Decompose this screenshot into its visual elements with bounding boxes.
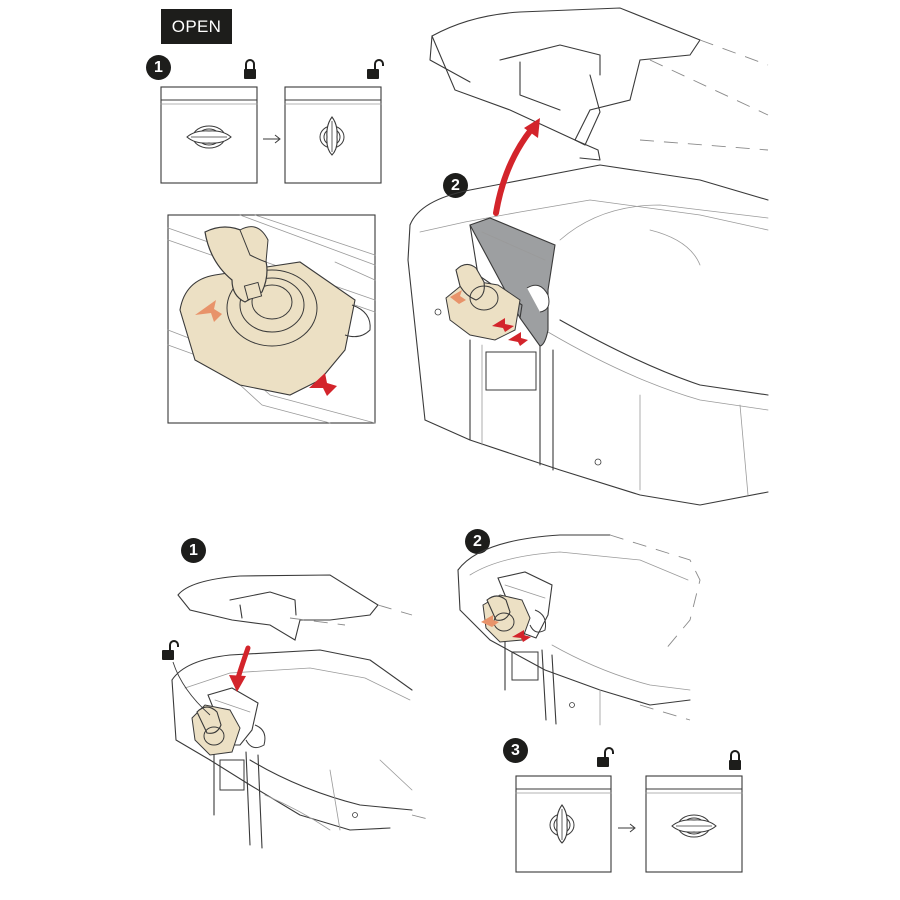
padlock-locked-icon	[728, 750, 742, 771]
padlock-unlocked-icon	[596, 747, 614, 768]
lock-panel-unlocked-bottom	[515, 775, 612, 873]
latch-detail-zoom	[167, 214, 376, 424]
step-badge-top-1: 1	[146, 55, 171, 80]
lock-panel-unlocked-top	[284, 86, 382, 184]
right-arrow-icon	[618, 823, 636, 833]
step-badge-bottom-3: 3	[503, 738, 528, 763]
box-closed-illustration	[457, 534, 701, 726]
open-label: OPEN	[161, 9, 232, 44]
padlock-locked-icon	[243, 59, 257, 80]
lock-panel-locked-bottom	[645, 775, 743, 873]
box-closing-illustration	[171, 574, 433, 849]
lock-panel-locked-top	[160, 86, 258, 184]
step-badge-bottom-1: 1	[181, 538, 206, 563]
padlock-unlocked-icon	[161, 640, 179, 661]
box-opening-illustration	[407, 7, 769, 506]
right-arrow-icon	[263, 134, 281, 144]
padlock-unlocked-icon	[366, 59, 384, 80]
